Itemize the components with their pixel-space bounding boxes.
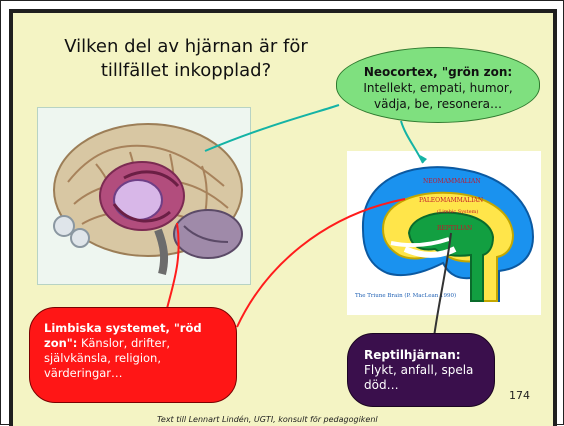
reptile-callout: Reptilhjärnan: Flykt, anfall, spela död… xyxy=(347,333,495,407)
diagram-label-limbic: (Limbic System) xyxy=(437,208,478,215)
neocortex-callout: Neocortex, "grön zon: Intellekt, empati,… xyxy=(336,47,540,123)
slide-title: Vilken del av hjärnan är för tillfället … xyxy=(53,35,319,83)
diagram-label-reptilian: REPTILIAN xyxy=(437,225,472,232)
triune-brain-diagram: NEOMAMMALIAN PALEOMAMMALIAN (Limbic Syst… xyxy=(347,151,541,315)
brain-illustration xyxy=(37,107,251,285)
triune-brain-diagram-svg: NEOMAMMALIAN PALEOMAMMALIAN (Limbic Syst… xyxy=(347,151,541,315)
reptile-callout-heading: Reptilhjärnan: xyxy=(364,348,478,363)
limbic-callout: Limbiska systemet, "röd zon": Känslor, d… xyxy=(29,307,237,403)
neocortex-callout-heading: Neocortex, "grön zon: xyxy=(355,64,521,80)
neocortex-callout-text: Intellekt, empati, humor, vädja, be, res… xyxy=(363,81,512,111)
slide-footer: Text till Lennart Lindén, UGTI, konsult … xyxy=(157,415,517,425)
brain-illustration-svg xyxy=(38,108,250,284)
diagram-caption: The Triune Brain (P. MacLean 1990) xyxy=(355,292,456,299)
diagram-label-paleomammalian: PALEOMAMMALIAN xyxy=(419,197,483,204)
reptile-callout-text: Flykt, anfall, spela död… xyxy=(364,363,473,392)
diagram-label-neomammalian: NEOMAMMALIAN xyxy=(423,178,481,185)
page-number: 174 xyxy=(509,389,530,402)
